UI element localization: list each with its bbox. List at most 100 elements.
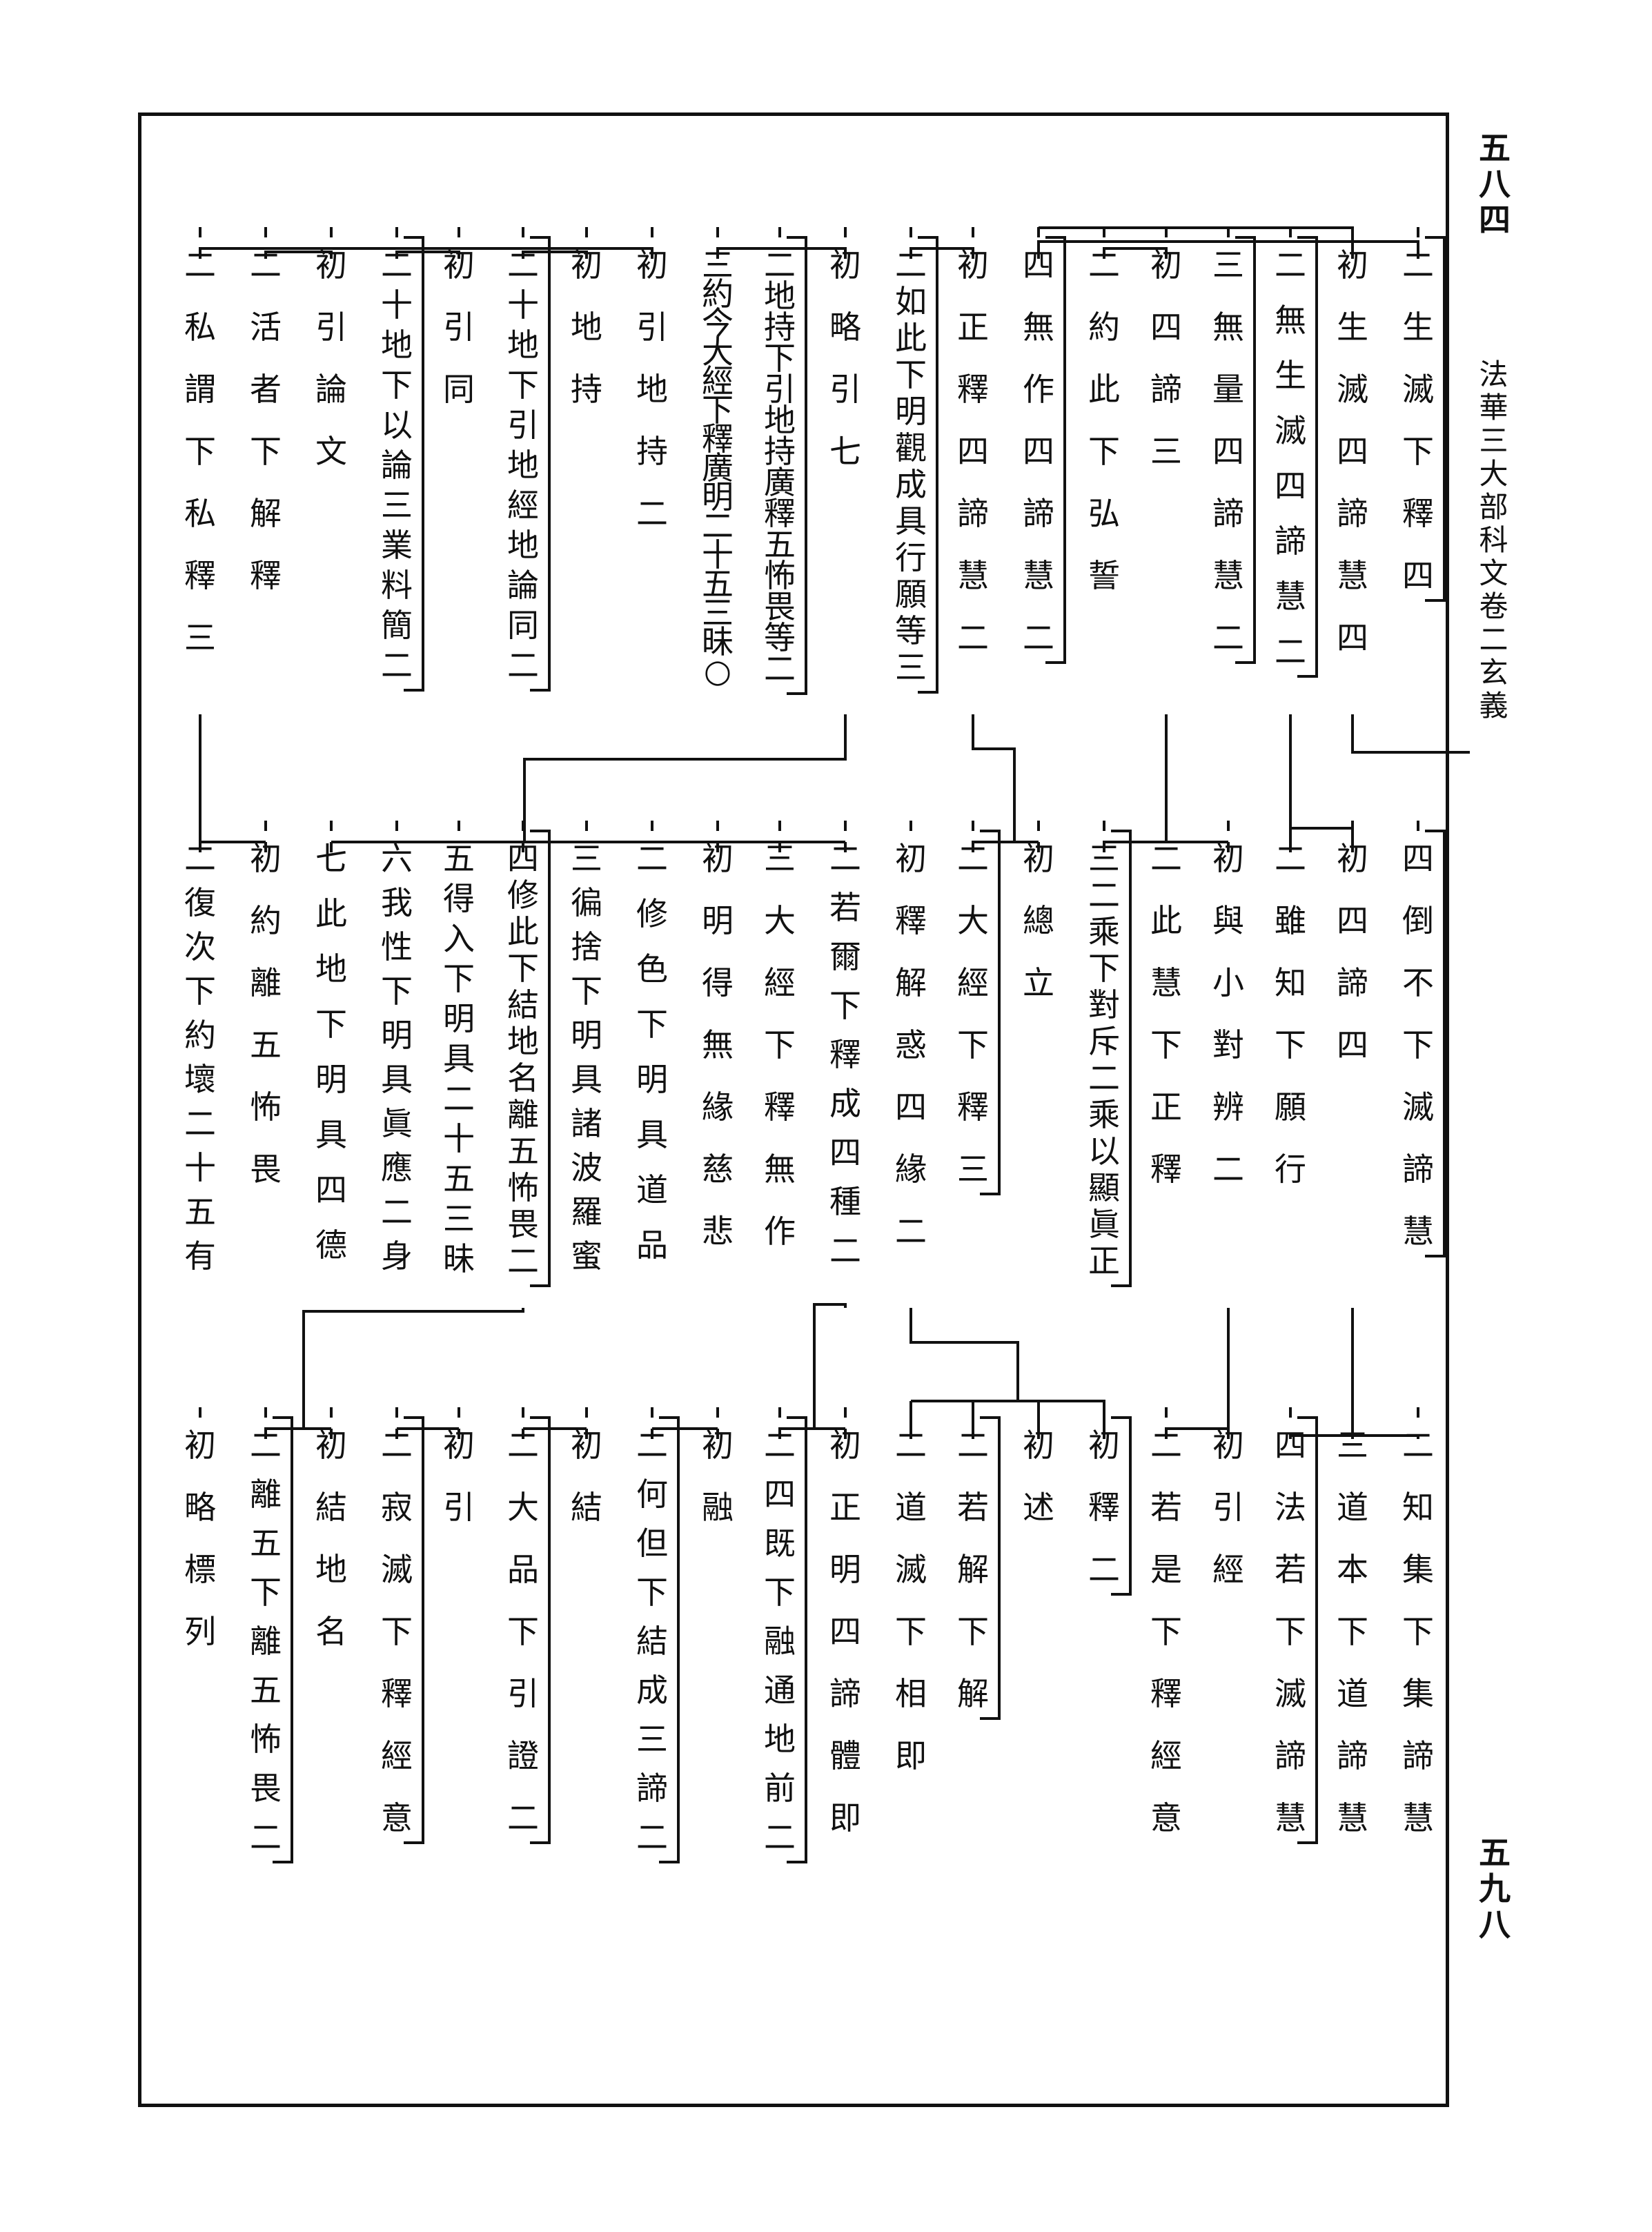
outline-entry-text: 二四既下融通地前二	[764, 1427, 796, 1856]
outline-entry-text: 二此慧下正釋	[1150, 840, 1182, 1188]
outline-entry-text: 初融	[702, 1427, 734, 1526]
folio-number: 五九八	[1474, 1836, 1511, 1944]
outline-entry: 二離五下離五怖畏二	[250, 1407, 293, 1863]
outline-entry: 二大經下釋三	[957, 821, 1001, 1195]
outline-entry: 二雖知下願行	[1275, 821, 1306, 1188]
outline-entry: 二十地下以論三業料簡二	[381, 227, 424, 692]
outline-entry: 初引地持二	[636, 227, 668, 532]
outline-columns: 二生滅下釋四初生滅四諦慧四二無生滅四諦慧二三無量四諦慧二初四諦三二約此下弘誓四無…	[184, 227, 1446, 1863]
outline-entry: 二若是下釋經意	[1150, 1407, 1182, 1837]
outline-entry: 二四既下融通地前二	[764, 1407, 807, 1863]
outline-entry-text: 三大經下釋無作	[764, 840, 796, 1250]
column-bracket	[1235, 236, 1256, 664]
outline-entry-text: 二若爾下釋成四種二	[829, 840, 861, 1269]
outline-entry-text: 初引經	[1212, 1427, 1244, 1588]
outline-entry-text: 初明得無緣慈悲	[702, 840, 734, 1250]
column-bracket	[659, 1416, 680, 1863]
outline-entry-text: 五得入下明具二十五三昧	[443, 840, 475, 1277]
outline-entry-text: 二地持下引地持廣釋五怖畏等二	[764, 246, 796, 687]
outline-entry: 三無量四諦慧二	[1212, 227, 1256, 664]
outline-entry-text: 六我性下明具眞應二身	[381, 840, 413, 1275]
outline-entry: 二此慧下正釋	[1150, 821, 1182, 1188]
outline-entry-text: 二雖知下願行	[1275, 840, 1306, 1188]
column-bracket	[530, 236, 551, 692]
outline-entry-text: 二若解下解	[957, 1427, 989, 1712]
outline-entry: 二生滅下釋四	[1402, 227, 1446, 602]
outline-entry: 初釋解惑四緣二	[895, 821, 927, 1250]
column-bracket	[530, 1416, 551, 1844]
outline-entry-text: 七此地下明具四德	[315, 840, 347, 1264]
outline-entry: 初正明四諦體即	[829, 1407, 861, 1837]
outline-entry: 三徧捨下明具諸波羅蜜	[571, 821, 602, 1275]
outline-entry-text: 初釋二	[1088, 1427, 1120, 1588]
outline-entry: 四倒不下滅諦慧	[1402, 821, 1446, 1257]
outline-entry-text: 二道滅下相即	[895, 1427, 927, 1774]
column-bracket	[273, 1416, 293, 1863]
column-bracket	[1111, 830, 1132, 1287]
outline-entry: 六我性下明具眞應二身	[381, 821, 413, 1275]
outline-entry-text: 二大經下釋三	[957, 840, 989, 1188]
outline-entry: 三二乘下對斥二乘以顯眞正	[1088, 821, 1132, 1287]
outline-entry-text: 四修此下結地名離五怖畏二	[507, 840, 539, 1280]
column-bracket	[404, 236, 424, 692]
outline-entry: 二如此下明觀成具行願等三	[895, 227, 938, 694]
outline-entry: 初引論文	[315, 227, 347, 470]
outline-entry: 二活者下解釋	[250, 227, 282, 594]
outline-entry: 二大品下引證二	[507, 1407, 551, 1844]
outline-entry: 四修此下結地名離五怖畏二	[507, 821, 551, 1287]
outline-entry-text: 二如此下明觀成具行願等三	[895, 246, 927, 686]
column-bracket	[980, 830, 1001, 1195]
column-bracket	[918, 236, 938, 694]
outline-entry: 初明得無緣慈悲	[702, 821, 734, 1250]
outline-entry: 初融	[702, 1407, 734, 1526]
outline-entry: 初結	[571, 1407, 602, 1526]
outline-entry-text: 初生滅四諦慧四	[1337, 246, 1368, 656]
column-bracket	[787, 1416, 807, 1863]
outline-entry: 二寂滅下釋經意	[381, 1407, 424, 1844]
outline-entry: 初引經	[1212, 1407, 1244, 1588]
outline-entry: 二約此下弘誓	[1088, 227, 1120, 594]
outline-entry: 五得入下明具二十五三昧	[443, 821, 475, 1277]
outline-entry-text: 三道本下道諦慧	[1337, 1427, 1368, 1837]
column-bracket	[1425, 236, 1446, 602]
outline-entry-text: 二私謂下私釋三	[184, 246, 216, 656]
outline-entry-text: 三約今大經下釋廣明二十五三昧○	[702, 246, 734, 689]
column-bracket	[1111, 1416, 1132, 1596]
outline-entry-text: 初與小對辨二	[1212, 840, 1244, 1188]
outline-entry-text: 二修色下明具道品	[636, 840, 668, 1264]
connector-lines	[199, 226, 1470, 1439]
outline-entry: 初生滅四諦慧四	[1337, 227, 1368, 656]
outline-entry-text: 初總立	[1023, 840, 1054, 1001]
outline-entry: 初略標列	[184, 1407, 216, 1650]
outline-entry-text: 初結	[571, 1427, 602, 1526]
outline-entry: 初釋二	[1088, 1407, 1132, 1596]
running-title: 法華三大部科文卷二玄義	[1475, 359, 1508, 723]
outline-entry-text: 二何但下結成三諦二	[636, 1427, 668, 1856]
outline-entry: 初引	[443, 1407, 475, 1526]
column-bracket	[404, 1416, 424, 1844]
outline-entry: 初正釋四諦慧二	[957, 227, 989, 656]
page-frame	[138, 112, 1449, 2107]
outline-entry: 二若解下解	[957, 1407, 1001, 1720]
outline-entry: 二知集下集諦慧	[1402, 1407, 1434, 1837]
outline-entry-text: 三二乘下對斥二乘以顯眞正	[1088, 840, 1120, 1280]
outline-entry: 初四諦四	[1337, 821, 1368, 1064]
column-bracket	[1425, 830, 1446, 1257]
outline-entry-text: 二若是下釋經意	[1150, 1427, 1182, 1837]
outline-entry-text: 初結地名	[315, 1427, 347, 1650]
page-number: 五八四	[1474, 131, 1511, 239]
outline-entry-text: 初釋解惑四緣二	[895, 840, 927, 1250]
outline-entry-text: 二寂滅下釋經意	[381, 1427, 413, 1837]
outline-entry: 初總立	[1023, 821, 1054, 1001]
outline-entry-text: 四法若下滅諦慧	[1275, 1427, 1306, 1837]
outline-entry-text: 二大品下引證二	[507, 1427, 539, 1837]
outline-entry: 初約離五怖畏	[250, 821, 282, 1188]
outline-entry-text: 四倒不下滅諦慧	[1402, 840, 1434, 1250]
column-bracket	[980, 1416, 1001, 1720]
column-bracket	[1045, 236, 1066, 664]
outline-entry: 初地持	[571, 227, 602, 408]
outline-entry-text: 初略引七	[829, 246, 861, 470]
outline-entry: 四法若下滅諦慧	[1275, 1407, 1318, 1844]
outline-entry-text: 初四諦四	[1337, 840, 1368, 1064]
outline-entry-text: 二約此下弘誓	[1088, 246, 1120, 594]
